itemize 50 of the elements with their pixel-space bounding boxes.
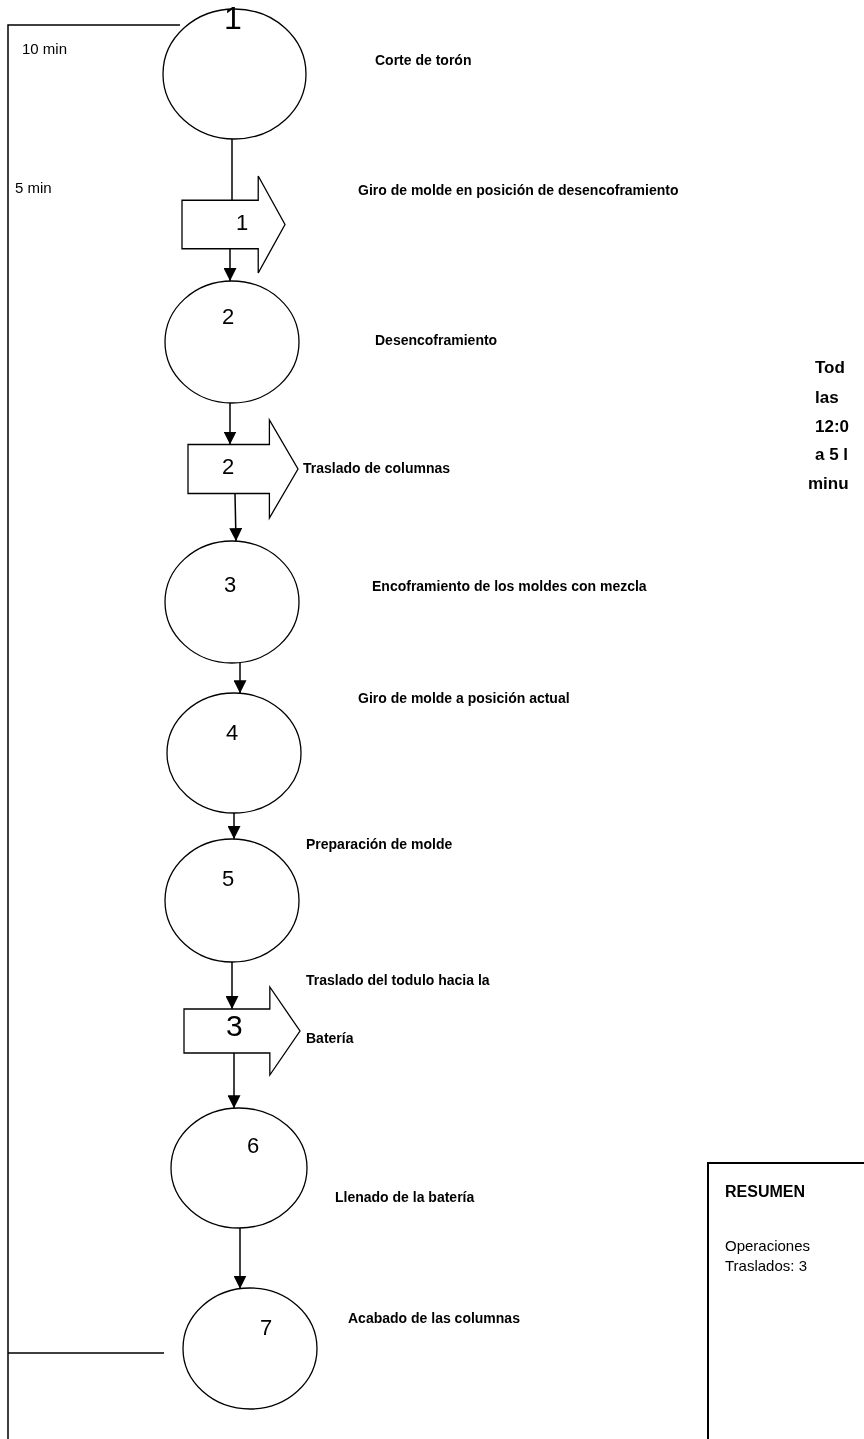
step-description: Giro de molde a posición actual [358,690,570,706]
flow-arrow [227,1052,241,1109]
summary-heading: RESUMEN [725,1184,805,1200]
time-label: 10 min [22,40,68,57]
flow-arrow [233,661,247,694]
step-number: 1 [236,212,249,234]
flow-arrow [223,248,237,282]
flow-arrow [229,492,243,542]
summary-line: Operaciones [725,1238,811,1253]
step-number: 3 [226,1011,243,1041]
operation-circle [166,692,302,814]
note-text: a 5 l [815,445,849,465]
step-description: Preparación de molde [306,836,453,853]
step-description: Llenado de la batería [335,1189,475,1206]
flow-arrow [233,1227,247,1290]
operation-circle [164,280,300,404]
step-description: Corte de torón [375,52,472,68]
note-text: 12:0 [815,417,850,437]
step-number: 6 [247,1135,260,1157]
step-number: 4 [226,722,239,744]
operation-circle [164,838,300,963]
step-description: Desencoframiento [375,332,498,348]
note-text: minu [808,474,849,494]
operation-circle [170,1107,308,1229]
step-number: 7 [260,1317,273,1339]
note-text: las [815,388,839,408]
step-description: Traslado de columnas [303,460,451,477]
step-number: 2 [222,456,235,478]
step-description: Acabado de las columnas [348,1310,520,1327]
step-description: Encoframiento de los moldes con mezcla [372,578,647,594]
time-label: 5 min [15,179,52,196]
step-description: Batería [306,1030,354,1047]
step-description: Traslado del todulo hacia la [306,972,490,989]
transport-symbol [188,420,298,518]
operation-circle [162,8,307,140]
transport-symbol [182,176,285,273]
step-number: 2 [222,306,235,328]
flow-arrow [227,812,241,840]
summary-box [707,1162,864,1439]
step-number: 5 [222,868,235,890]
transport-symbol [184,987,300,1075]
flow-arrow [225,961,239,1010]
summary-line: Traslados: 3 [725,1258,807,1273]
operation-circle [182,1287,318,1410]
step-number: 3 [224,574,237,596]
step-number: 1 [224,2,242,34]
step-description: Giro de molde en posición de desencoframiento [358,182,679,198]
note-text: Tod [815,358,845,378]
flow-arrow [223,402,237,446]
operation-circle [164,540,300,664]
